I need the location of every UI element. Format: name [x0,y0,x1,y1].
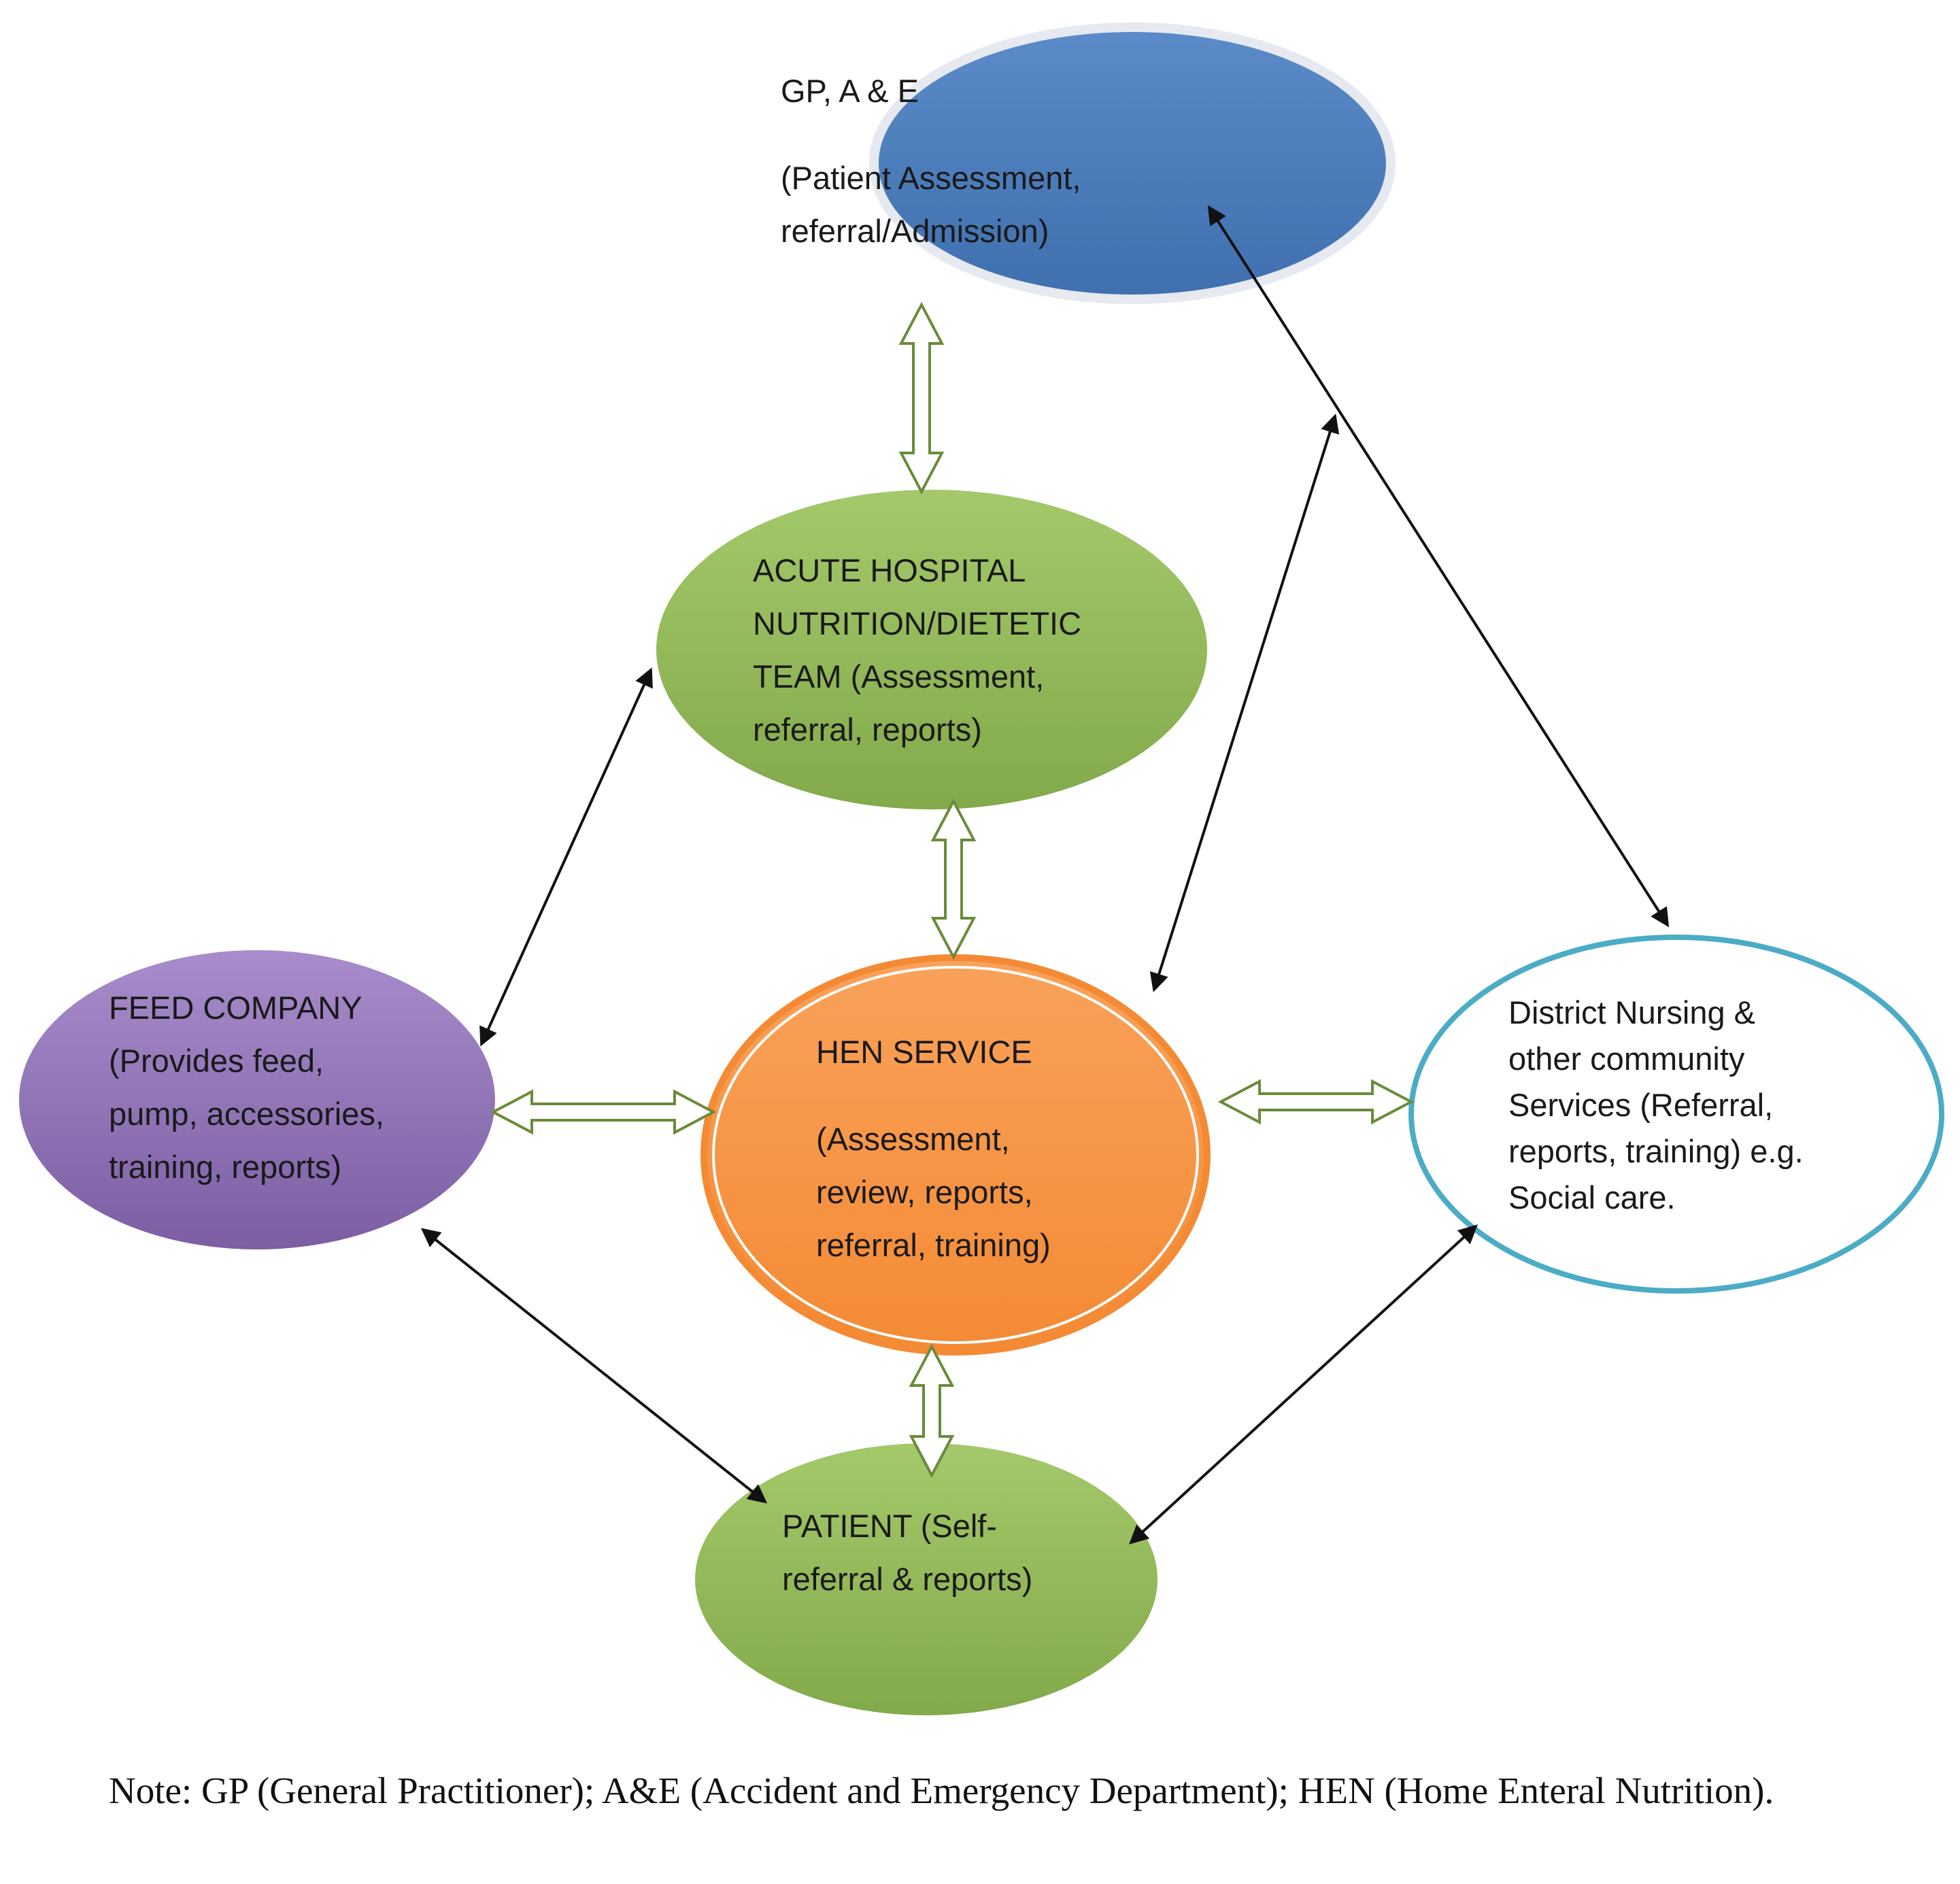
feed-line-3: pump, accessories, [109,1096,384,1132]
district-line-3: Services (Referral, [1508,1087,1774,1123]
acute-ellipse [656,490,1207,809]
hen-line-3: referral, training) [816,1227,1051,1263]
district-label: District Nursing & other community Servi… [1508,990,1804,1221]
arrow-feed-hen [490,1089,717,1135]
hen-title: HEN SERVICE [816,1034,1032,1070]
arrow-hen-patient [909,1343,955,1479]
arrow-gp-district [1207,205,1670,928]
feed-ellipse [19,950,495,1249]
gp-line-1: (Patient Assessment, [781,160,1081,196]
feed-label: FEED COMPANY (Provides feed, pump, acces… [109,981,384,1194]
district-ellipse [1408,935,1944,1294]
arrow-patient-district [1129,1224,1478,1545]
district-line-2: other community [1508,1041,1745,1077]
arrow-hen-district [1217,1079,1415,1125]
patient-line-1: PATIENT (Self- [782,1508,997,1544]
acute-line-1: ACUTE HOSPITAL [753,552,1026,588]
district-line-5: Social care. [1508,1179,1676,1215]
feed-line-1: FEED COMPANY [109,990,362,1026]
figure-note: Note: GP (General Practitioner); A&E (Ac… [109,1770,1774,1811]
arrow-gp-acute [898,301,945,495]
arrow-feed-acute [479,667,653,1047]
patient-ellipse [695,1443,1158,1715]
patient-line-2: referral & reports) [782,1561,1033,1597]
arrow-acute-hen [930,798,977,960]
arrow-feed-patient [420,1228,768,1504]
acute-line-2: NUTRITION/DIETETIC [753,605,1082,641]
district-line-4: reports, training) e.g. [1508,1133,1804,1169]
acute-line-3: TEAM (Assessment, [753,658,1045,694]
arrow-hen-gpline [1149,414,1340,992]
feed-line-4: training, reports) [109,1149,342,1185]
hen-label: HEN SERVICE (Assessment, review, reports… [816,1026,1051,1272]
district-line-1: District Nursing & [1508,994,1756,1030]
gp-label: GP, A & E (Patient Assessment, referral/… [781,65,1081,258]
hen-line-2: review, reports, [816,1174,1033,1210]
gp-title: GP, A & E [781,73,919,109]
patient-label: PATIENT (Self- referral & reports) [782,1500,1032,1606]
hen-ellipse-inner-ring [712,966,1199,1344]
hen-line-1: (Assessment, [816,1121,1010,1157]
hen-ellipse [700,954,1211,1356]
feed-line-2: (Provides feed, [109,1043,324,1079]
gp-line-2: referral/Admission) [781,213,1049,249]
acute-line-4: referral, reports) [753,711,982,747]
acute-label: ACUTE HOSPITAL NUTRITION/DIETETIC TEAM (… [753,544,1081,756]
